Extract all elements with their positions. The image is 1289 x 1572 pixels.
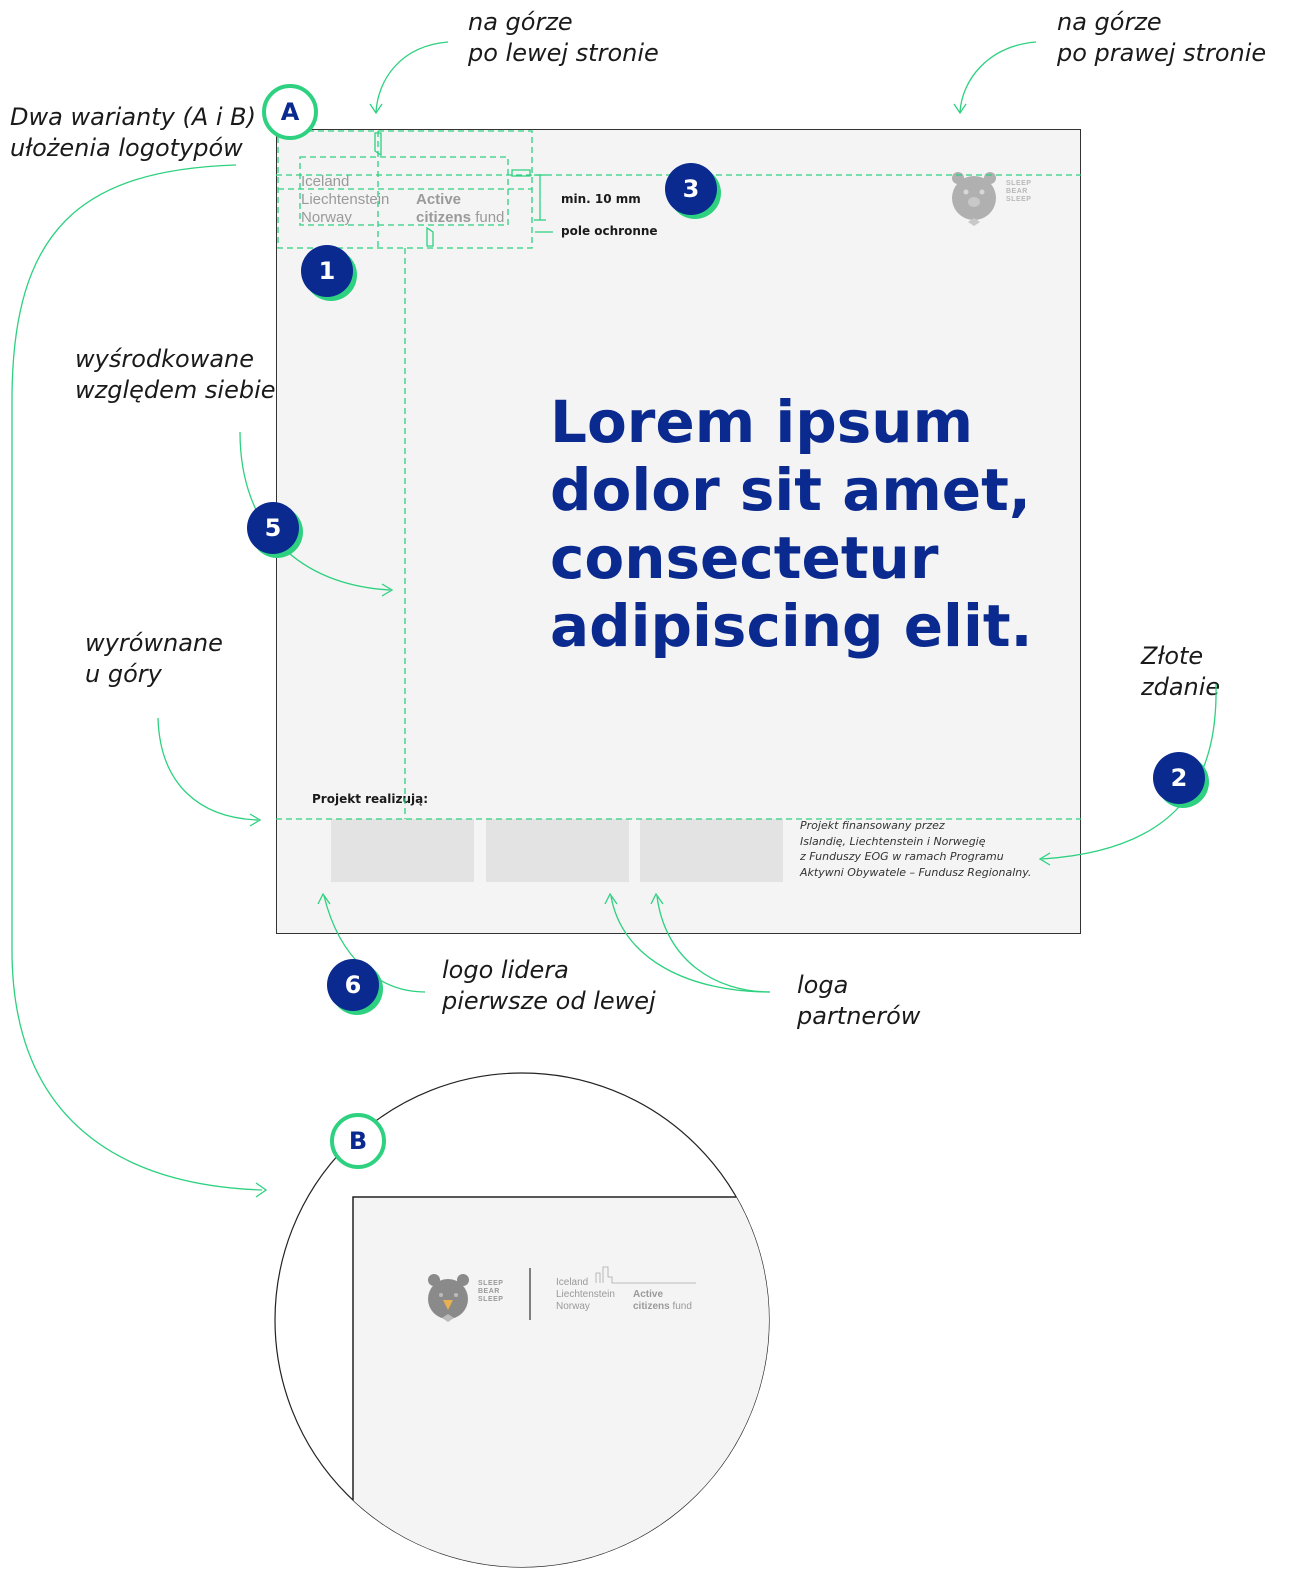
partner-logos-note: loga partnerów: [797, 971, 921, 1030]
golden-sentence-note: Złote zdanie: [1141, 642, 1221, 701]
eea-logo-b-fund: fund: [672, 1301, 692, 1312]
eea-logo-active: Active: [416, 191, 462, 208]
eea-logo-b-citizens: citizens: [633, 1301, 670, 1312]
leader-logo-note: logo lidera pierwsze od lewej: [442, 956, 656, 1015]
centered-note: wyśrodkowane względem siebie: [75, 345, 276, 404]
badge-3: 3: [665, 163, 717, 215]
eea-logo-iceland: Iceland: [301, 173, 350, 190]
golden-sentence-headline: Lorem ipsum dolor sit amet, consectetur …: [550, 388, 1033, 660]
funding-note: Projekt finansowany przez Islandię, Liec…: [800, 819, 1032, 879]
bear-logo-a-text-3: SLEEP: [1006, 196, 1032, 203]
eea-logo-b-citizens-fund: citizens fund: [633, 1301, 692, 1313]
eea-logo-b-norway: Norway: [556, 1301, 590, 1312]
partner-logo-placeholder-2: [640, 819, 783, 882]
bear-logo-b: [428, 1274, 469, 1322]
variants-note: Dwa warianty (A i B) ułożenia logotypów: [10, 103, 257, 162]
bear-logo-b-text-3: SLEEP: [478, 1296, 504, 1303]
eea-logo-liechtenstein: Liechtenstein: [301, 191, 390, 208]
arrow-variant-b: [11, 164, 263, 1191]
headline-line-2: dolor sit amet,: [550, 456, 1031, 524]
poster-sheet: [276, 129, 1081, 934]
eea-skyline-icon: [595, 1266, 696, 1284]
badge-1: 1: [301, 245, 353, 297]
arrow-top-right: [959, 41, 1037, 113]
project-label: Projekt realizują:: [312, 792, 429, 806]
bear-logo-b-text-1: SLEEP: [478, 1280, 504, 1287]
badge-b: B: [330, 1113, 386, 1169]
safe-zone-inner: [299, 156, 509, 226]
top-left-note: na górze po lewej stronie: [468, 8, 659, 67]
arrow-partner-2: [656, 895, 771, 993]
headline-line-1: Lorem ipsum: [550, 388, 974, 456]
headline-line-4: adipiscing elit.: [550, 592, 1033, 660]
badge-a: A: [262, 84, 318, 140]
badge-2: 2: [1153, 752, 1205, 804]
top-right-note: na górze po prawej stronie: [1057, 8, 1267, 67]
aligned-top-note: wyrównane u góry: [85, 629, 223, 688]
eea-logo-fund: fund: [475, 209, 505, 226]
leader-logo-placeholder: [331, 819, 474, 882]
bear-logo-b-text-2: BEAR: [478, 1288, 500, 1295]
headline-line-3: consectetur: [550, 524, 939, 592]
eea-logo-citizens: citizens: [416, 209, 472, 226]
badge-5: 5: [247, 502, 299, 554]
arrow-aligned-top: [157, 717, 259, 821]
min-margin-label: min. 10 mm: [561, 192, 641, 206]
arrow-golden-sentence: [1041, 683, 1217, 860]
bear-logo-a-text-2: BEAR: [1006, 188, 1028, 195]
eea-logo-b-active: Active: [633, 1289, 664, 1300]
arrow-top-left: [375, 41, 449, 113]
eea-logo-b-iceland: Iceland: [556, 1277, 589, 1288]
eea-logo-norway: Norway: [301, 209, 352, 226]
badge-6: 6: [327, 959, 379, 1011]
eea-logo-citizens-fund: citizens fund: [416, 209, 504, 227]
arrow-partner-1: [610, 895, 771, 993]
bear-logo-a: SLEEP BEAR SLEEP: [948, 170, 1044, 228]
bear-logo-a-text-1: SLEEP: [1006, 180, 1032, 187]
partner-logo-placeholder-1: [486, 819, 629, 882]
zoom-sheet: [352, 1196, 769, 1567]
safe-zone-label: pole ochronne: [561, 224, 658, 238]
eea-logo-b-liechtenstein: Liechtenstein: [556, 1289, 615, 1300]
